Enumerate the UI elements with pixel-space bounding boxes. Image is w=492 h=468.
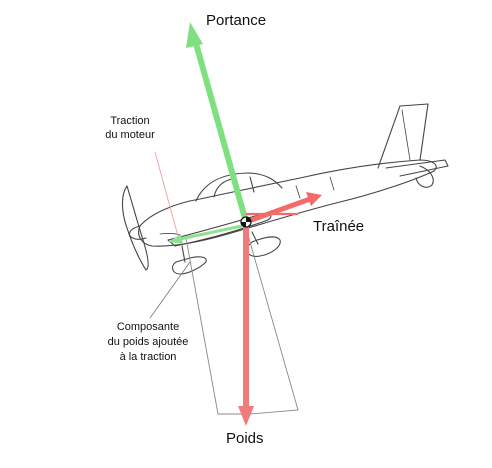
weight-arrow xyxy=(238,222,254,426)
component-label-line3: à la traction xyxy=(120,351,177,363)
horizontal-stabilizer xyxy=(385,159,449,177)
aircraft-illustration xyxy=(121,103,449,275)
construction-lines xyxy=(185,227,299,415)
leader-lines xyxy=(154,151,179,237)
thrust-label-line2: du moteur xyxy=(105,129,155,141)
thrust-label-line1: Traction xyxy=(110,115,149,127)
engine-cowling xyxy=(128,225,147,240)
lift-arrow xyxy=(186,22,249,223)
vertical-tail xyxy=(377,103,429,169)
weight-component-parallelogram xyxy=(185,227,299,415)
component-label-line2: du poids ajoutée xyxy=(108,336,189,348)
thrust-leader-line xyxy=(154,151,179,237)
nose-landing-gear xyxy=(171,245,207,275)
main-landing-gear xyxy=(246,231,281,257)
thrust-arrow xyxy=(168,224,243,244)
component-label-line1: Composante xyxy=(117,321,179,333)
weight-component-label: Composante du poids ajoutée à la tractio… xyxy=(108,321,189,363)
component-leader-line xyxy=(149,261,191,319)
drag-arrow xyxy=(245,192,322,225)
lift-label: Portance xyxy=(206,12,266,29)
propeller xyxy=(121,185,149,271)
weight-label: Poids xyxy=(226,430,264,447)
thrust-label: Traction du moteur xyxy=(105,115,155,141)
drag-label: Traînée xyxy=(313,218,364,235)
canopy xyxy=(195,172,283,202)
center-of-gravity-marker xyxy=(240,216,252,228)
fuselage xyxy=(138,159,437,247)
